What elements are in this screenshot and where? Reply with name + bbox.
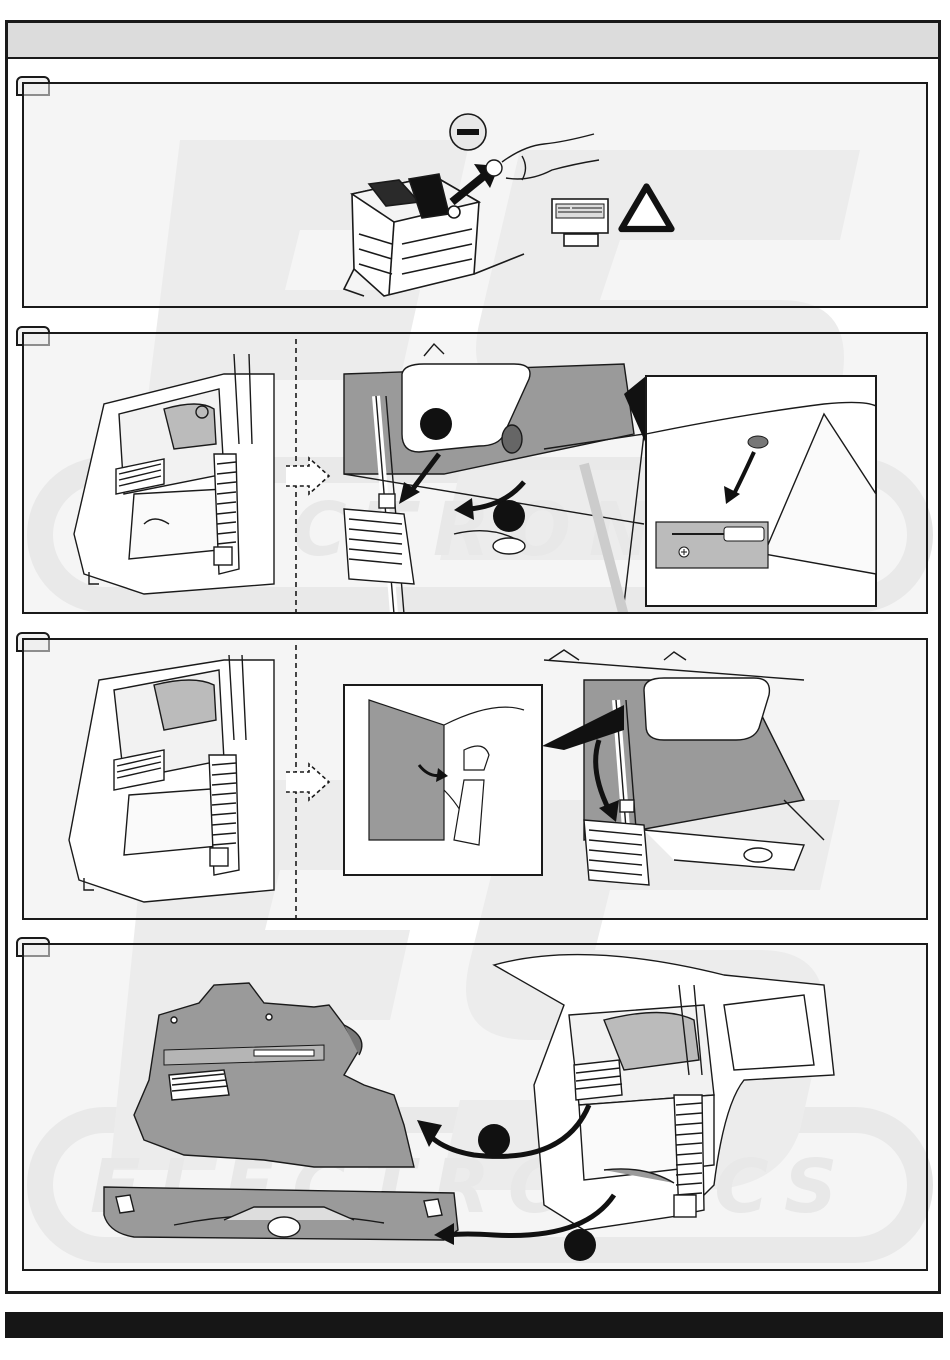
screwdriver-icon [656, 522, 768, 568]
car-rear-view [74, 354, 274, 594]
footer-bar [5, 1312, 943, 1338]
step-2-panel [22, 332, 928, 614]
negative-terminal-icon: − [450, 114, 486, 150]
trim-detail [344, 344, 644, 614]
callout-1 [478, 1124, 510, 1156]
step-1-illustration: − ! [24, 84, 928, 308]
side-trim-panel [134, 983, 414, 1167]
step-3-panel [22, 638, 928, 920]
rear-sill-panel [104, 1187, 458, 1240]
car-rear-open [494, 955, 834, 1230]
step-2-illustration [24, 334, 928, 614]
car-rear-view [69, 655, 274, 902]
callout-1 [420, 408, 452, 440]
seat-belt-detail [544, 650, 824, 885]
step-3-illustration [24, 640, 928, 920]
step-4-panel [22, 943, 928, 1271]
arrow-icon [286, 764, 329, 800]
step-1-panel: − ! [22, 82, 928, 308]
inset-screwdriver [624, 376, 876, 606]
hand-disconnect [486, 134, 599, 180]
inset-belt-release [344, 685, 624, 875]
step-4-illustration [24, 945, 928, 1271]
manual-icon [552, 199, 608, 246]
callout-2 [564, 1229, 596, 1261]
header-bar [8, 23, 938, 59]
warning-symbol: ! [544, 235, 545, 237]
arrow-icon [286, 458, 329, 494]
battery-icon [344, 174, 524, 296]
callout-2 [493, 500, 525, 532]
